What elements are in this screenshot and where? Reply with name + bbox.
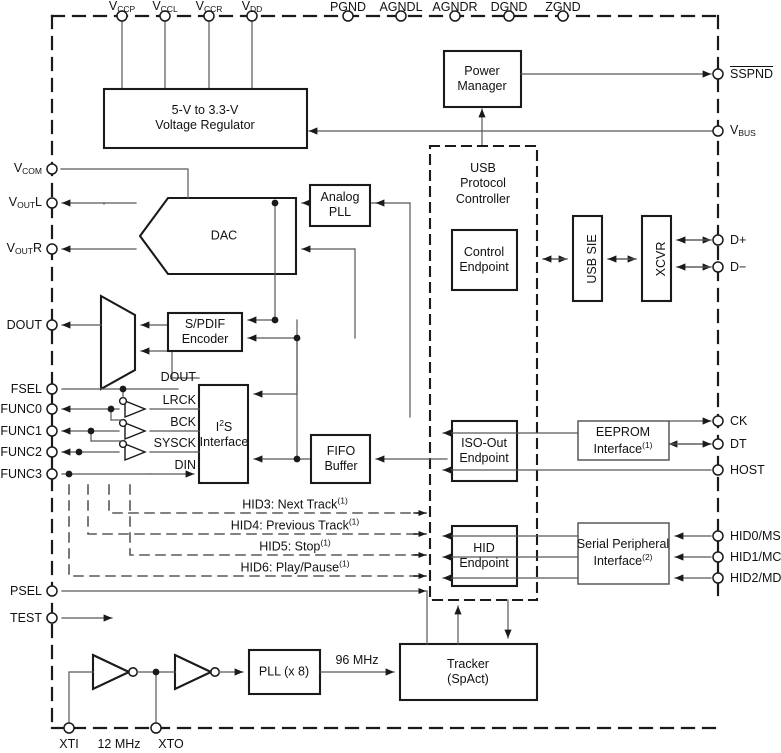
clock-frequency-label: 96 MHz — [332, 653, 382, 667]
pin-label-vccr: VCCR — [195, 0, 223, 15]
top-pin-stems — [121, 15, 253, 90]
pin-label-xti: XTI — [59, 737, 79, 751]
hid5-line — [129, 484, 421, 556]
usb-sie-label: USB SIE — [585, 234, 599, 284]
dac-label: DAC — [210, 228, 238, 243]
hid3-line — [108, 484, 421, 514]
hid5-signal-label: HID5: Stop(1) — [255, 538, 335, 554]
pin-label-fsel: FSEL — [10, 382, 42, 396]
pin-label-vdd: VDD — [241, 0, 263, 15]
dac-block — [138, 196, 298, 276]
pin-label-dout: DOUT — [6, 318, 42, 332]
analog-pll-block — [308, 183, 372, 228]
pin-label-xto: XTO — [158, 737, 184, 751]
pin-label-dminus: D− — [730, 260, 747, 274]
pin-label-voutr: VOUTR — [6, 241, 42, 257]
i2s-interface-block — [197, 383, 250, 485]
iso-out-endpoint-label: ISO-Out Endpoint — [459, 435, 509, 465]
tristate-buffers — [118, 396, 147, 462]
signal-label-lrck: LRCK — [162, 393, 196, 407]
pin-label-voutl: VOUTL — [8, 195, 42, 211]
pin-label-12mhz: 12 MHz — [97, 737, 141, 751]
serial-peripheral-interface-block — [577, 522, 670, 585]
inverter-2-bubble — [210, 666, 221, 677]
inverter-1 — [91, 653, 132, 691]
xcvr-block — [640, 214, 673, 303]
pin-label-pgnd: PGND — [329, 0, 367, 14]
pin-label-ck: CK — [730, 414, 748, 428]
pin-circles — [46, 10, 724, 734]
pin-label-dplus: D+ — [730, 233, 747, 247]
pin-label-vccl: VCCL — [152, 0, 178, 15]
pin-label-test: TEST — [10, 611, 42, 625]
pin-label-host: HOST — [730, 463, 765, 477]
pin-label-func2: FUNC2 — [0, 445, 42, 459]
pin-label-sspnd: SSPND — [730, 67, 774, 81]
pin-label-agndl: AGNDL — [379, 0, 423, 14]
signal-label-din: DIN — [174, 458, 196, 472]
hid6-line — [68, 484, 421, 577]
hid6-signal-label: HID6: Play/Pause(1) — [236, 559, 354, 575]
pin-label-psel: PSEL — [10, 584, 42, 598]
hid3-signal-label: HID3: Next Track(1) — [238, 496, 352, 512]
pin-label-vbus: VBUS — [730, 123, 756, 139]
pll-x8-block — [247, 648, 322, 696]
signal-label-dout: DOUT — [160, 370, 196, 384]
voltage-regulator-label: 5-V to 3.3-V Voltage Regulator — [155, 102, 255, 132]
wire-xti-to-inv1 — [68, 671, 94, 729]
inverter-1-bubble — [128, 666, 139, 677]
pin-label-dgnd: DGND — [490, 0, 528, 14]
pin-label-vcom: VCOM — [13, 161, 42, 177]
wire-i2s-dout-riser — [171, 350, 200, 379]
hid-signal-lines — [68, 484, 421, 577]
eeprom-interface-label: EEPROM Interface(1) — [593, 424, 653, 456]
tracker-block — [398, 642, 539, 702]
hid4-line — [87, 484, 421, 535]
usb-protocol-controller-label: USB Protocol Controller — [455, 161, 511, 206]
control-endpoint-label: Control Endpoint — [459, 244, 509, 274]
pin-label-func3: FUNC3 — [0, 467, 42, 481]
usb-sie-block — [571, 214, 604, 303]
serial-peripheral-interface-label: Serial Peripheral Interface(2) — [576, 536, 670, 568]
usb-protocol-controller-boundary — [428, 144, 539, 602]
fifo-buffer-block — [309, 433, 372, 485]
signal-label-sysck: SYSCK — [153, 436, 196, 450]
iso-out-endpoint-block — [450, 419, 519, 483]
pin-label-agndr: AGNDR — [432, 0, 478, 14]
pin-label-func1: FUNC1 — [0, 424, 42, 438]
pin-label-hid2-md: HID2/MD — [730, 571, 781, 585]
voltage-regulator-block — [102, 87, 309, 150]
fifo-buffer-label: FIFO Buffer — [324, 443, 358, 473]
junction-dots — [65, 199, 301, 676]
signal-label-bck: BCK — [170, 415, 196, 429]
dout-mux-block — [99, 294, 137, 391]
analog-pll-label: Analog PLL — [320, 189, 360, 219]
pin-label-dt: DT — [730, 437, 747, 451]
pin-label-hid0-ms: HID0/MS — [730, 529, 781, 543]
pin-label-hid1-mc: HID1/MC — [730, 550, 781, 564]
wire-clk-to-i2s — [253, 388, 298, 398]
pll-x8-label: PLL (x 8) — [258, 664, 310, 679]
tracker-label: Tracker (SpAct) — [447, 656, 489, 686]
pin-label-vccp: VCCP — [108, 0, 136, 15]
i2s-interface-label: I2S Interface — [199, 417, 249, 449]
wire-vcom-to-dac — [60, 168, 189, 199]
pin-label-func0: FUNC0 — [0, 402, 42, 416]
hid4-signal-label: HID4: Previous Track(1) — [226, 517, 364, 533]
inverter-2 — [173, 653, 214, 691]
xcvr-label: XCVR — [654, 241, 668, 277]
spdif-encoder-block — [166, 311, 244, 353]
spdif-encoder-label: S/PDIF Encoder — [181, 316, 229, 346]
control-endpoint-block — [450, 228, 519, 292]
pin-label-zgnd: ZGND — [545, 0, 581, 14]
hid-endpoint-label: HID Endpoint — [459, 540, 509, 570]
power-manager-label: Power Manager — [457, 63, 507, 93]
power-manager-block — [442, 49, 523, 109]
